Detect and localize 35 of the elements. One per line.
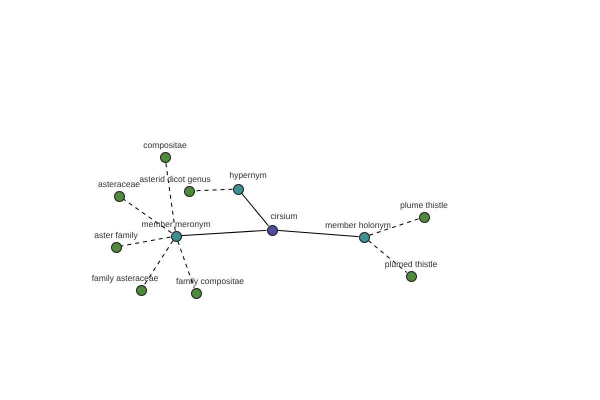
connector-line bbox=[368, 218, 420, 236]
node-label: plume thistle bbox=[400, 200, 448, 210]
graph-node-circle bbox=[358, 232, 370, 242]
connector-line bbox=[177, 240, 195, 288]
graph-node-circle bbox=[232, 184, 244, 194]
connector-line bbox=[368, 240, 408, 273]
node-label: member meronym bbox=[142, 219, 210, 229]
graph-node-circle bbox=[136, 284, 146, 296]
node-label: plumed thistle bbox=[384, 259, 438, 269]
connector-line bbox=[194, 188, 233, 192]
graph-node-circle bbox=[170, 230, 182, 242]
connector-line bbox=[181, 230, 267, 236]
node-label: compositae bbox=[143, 140, 187, 150]
node-label: cirsium bbox=[270, 211, 298, 221]
graph-node-circle bbox=[190, 288, 202, 298]
graph-node-circle bbox=[160, 152, 170, 162]
connector-line bbox=[120, 236, 172, 246]
connector-line bbox=[165, 162, 176, 232]
connector-line bbox=[241, 192, 269, 226]
node-label: asteraceae bbox=[98, 179, 140, 189]
node-label: family compositae bbox=[176, 276, 244, 286]
graph-node-circle bbox=[184, 186, 194, 196]
graph-node-circle bbox=[406, 270, 416, 282]
node-label: asterid dicot genus bbox=[139, 174, 211, 184]
connector-line bbox=[144, 240, 174, 286]
node-label: hypernym bbox=[229, 170, 267, 180]
graph-node-circle bbox=[114, 190, 124, 202]
node-label: member holonym bbox=[325, 220, 391, 230]
connector-line bbox=[276, 230, 360, 238]
node-label: family asteraceae bbox=[92, 273, 158, 283]
graph-node-circle bbox=[110, 242, 122, 252]
graph-node-circle bbox=[418, 212, 430, 222]
node-label: aster family bbox=[94, 230, 138, 240]
graph-node-circle bbox=[266, 224, 278, 236]
connector-line bbox=[123, 198, 172, 234]
